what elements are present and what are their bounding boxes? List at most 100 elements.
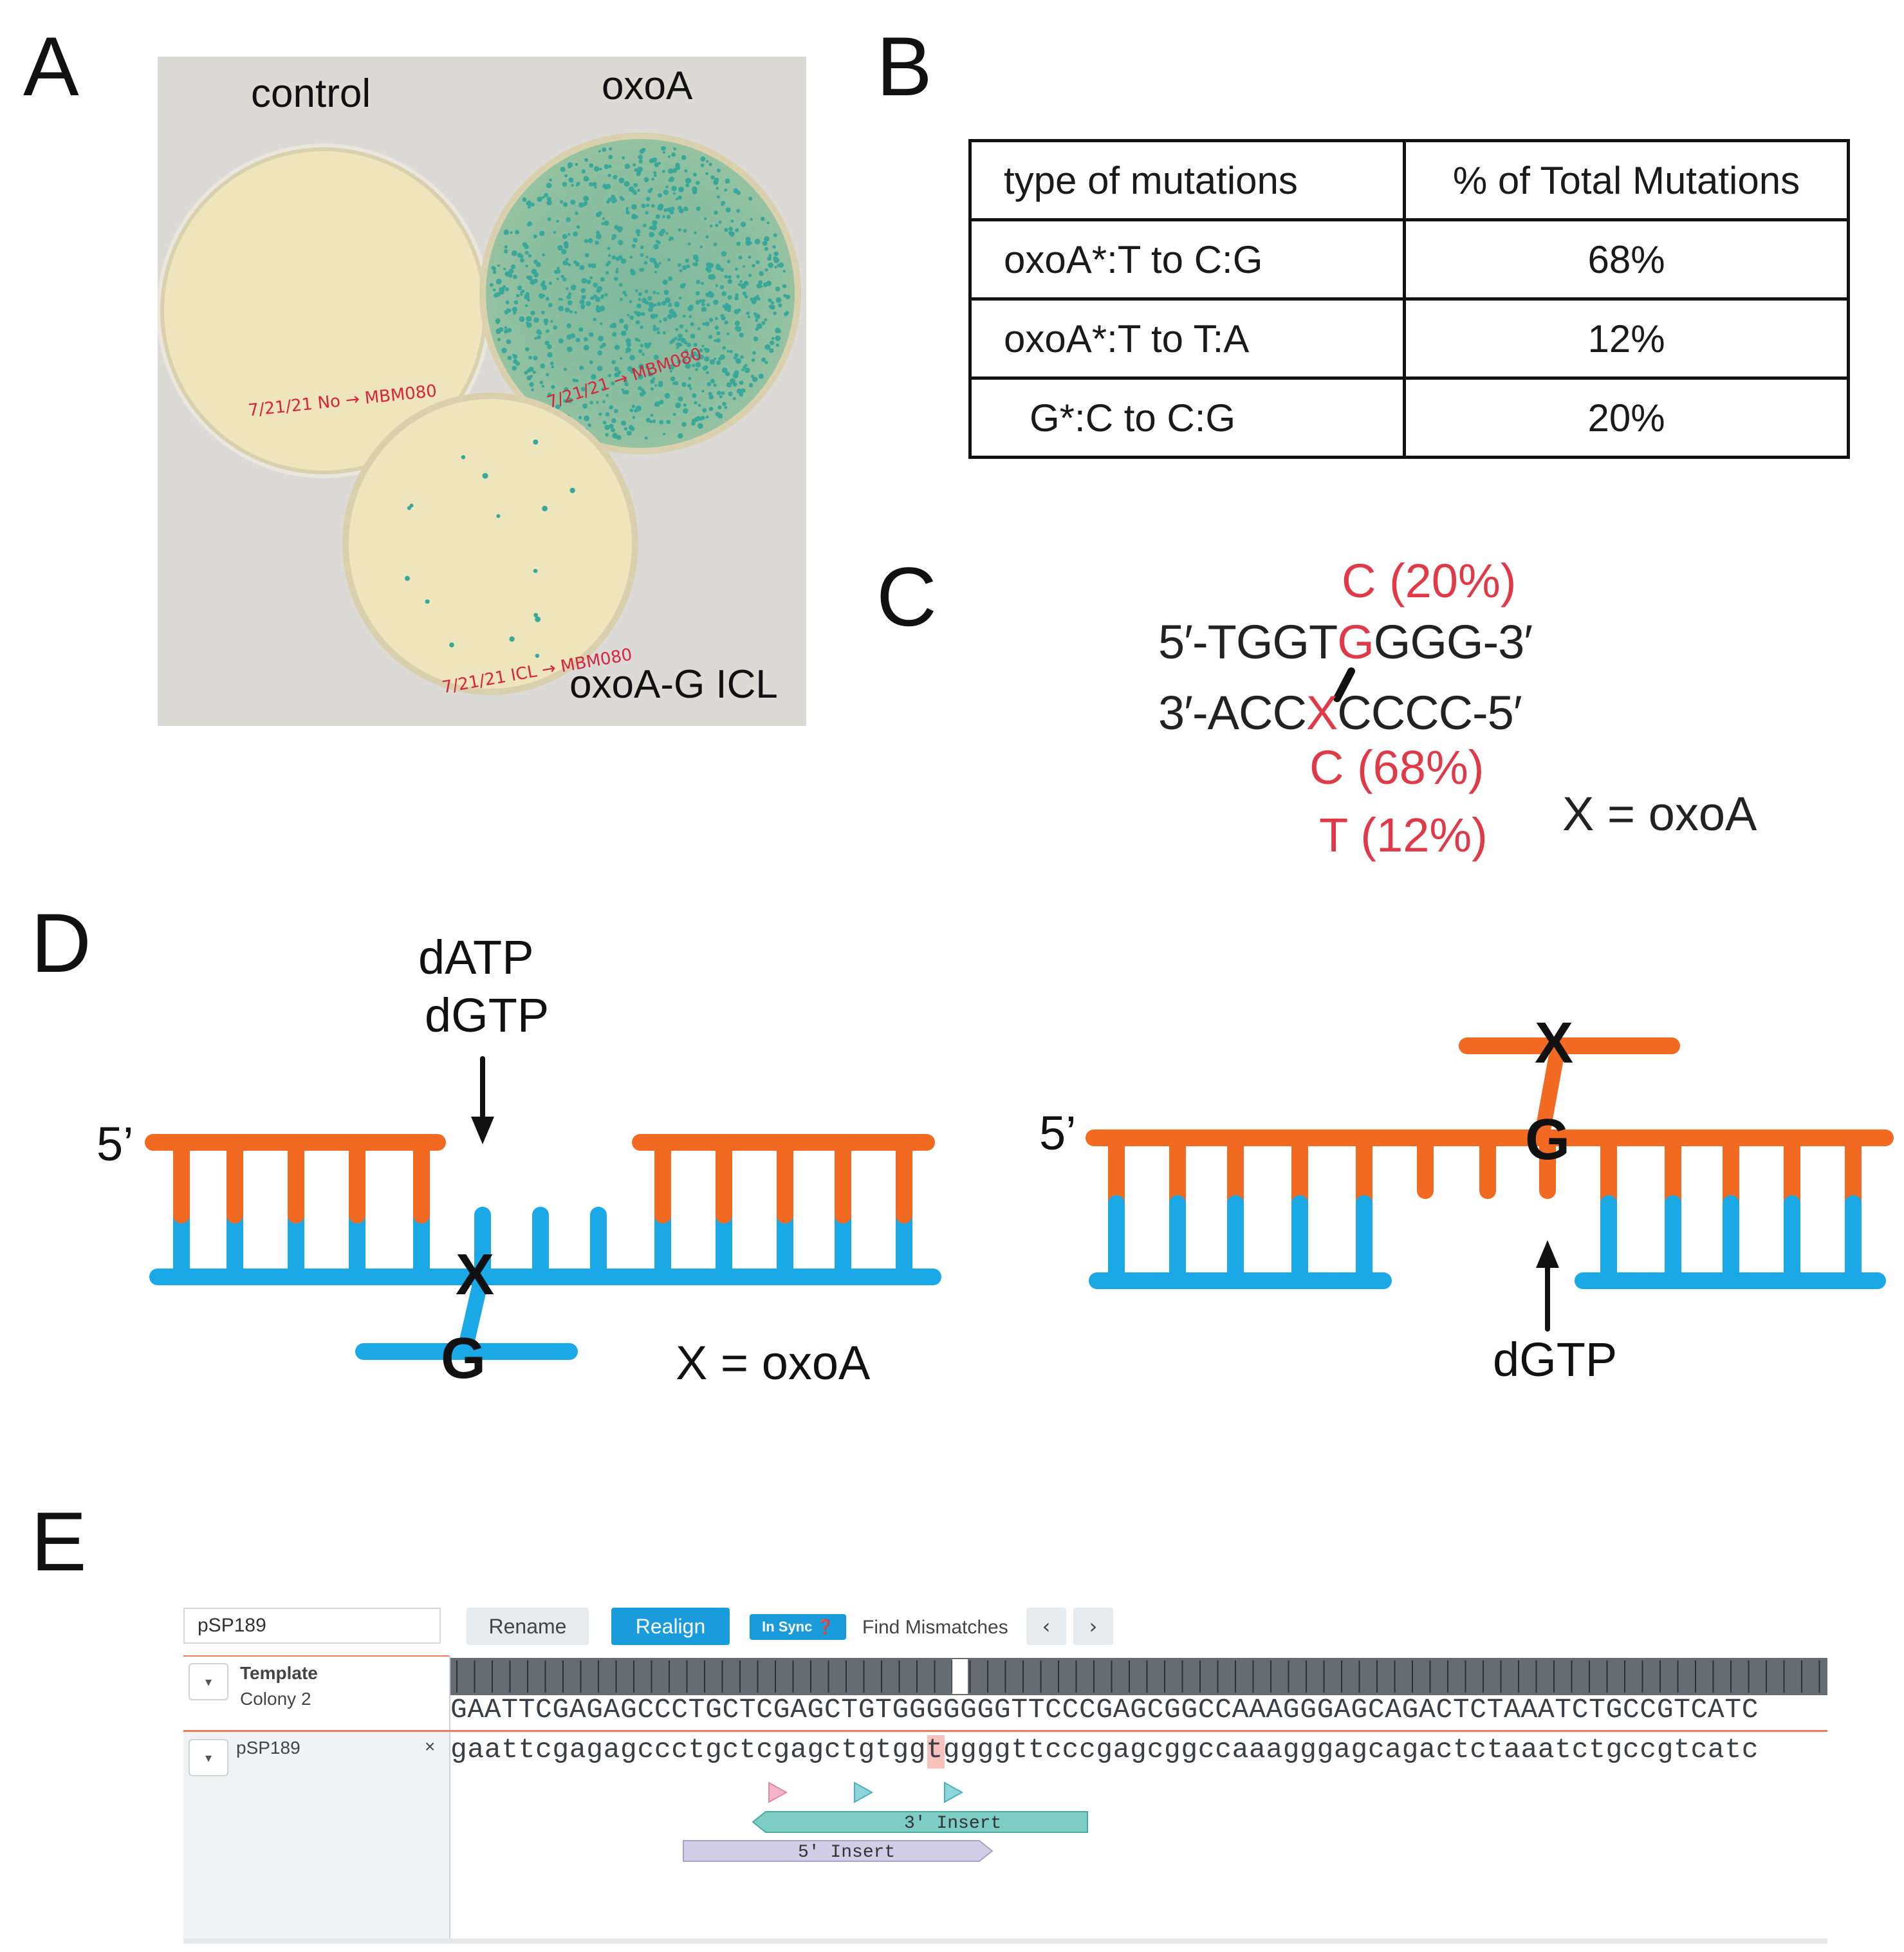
colony-dot xyxy=(702,322,705,326)
colony-dot xyxy=(725,304,732,310)
alignment-name-input[interactable] xyxy=(183,1608,441,1644)
colony-dot xyxy=(647,296,652,301)
colony-dot xyxy=(503,229,510,236)
close-icon[interactable]: × xyxy=(425,1736,436,1756)
colony-dot xyxy=(671,152,676,157)
chevron-down-icon[interactable]: ▾ xyxy=(189,1739,228,1776)
colony-dot xyxy=(678,396,683,402)
colony-dot xyxy=(497,264,500,267)
colony-dot xyxy=(736,209,741,213)
colony-dot xyxy=(596,401,599,404)
scroll-track[interactable] xyxy=(183,1938,1827,1944)
feature-track: 3′ Insert 5′ Insert xyxy=(683,1781,1088,1863)
right-crosslink xyxy=(1535,1051,1564,1137)
colony-dot xyxy=(635,320,640,325)
colony-dot xyxy=(636,233,640,237)
colony-dot xyxy=(635,405,642,412)
colony-dot xyxy=(522,197,527,202)
colony-dot xyxy=(713,383,717,387)
colony-dot xyxy=(685,183,690,188)
colony-dot xyxy=(692,254,699,260)
left-blue-rungs xyxy=(173,1207,912,1285)
colony-dot xyxy=(547,393,552,397)
colony-dot xyxy=(710,378,715,384)
colony-dot xyxy=(540,363,546,369)
colony-dot xyxy=(687,384,692,388)
colony-dot xyxy=(530,310,535,316)
realign-button[interactable]: Realign xyxy=(611,1608,730,1645)
alignment-viewer: Rename Realign In Sync ❓ Find Mismatches… xyxy=(183,1604,1827,1944)
colony-dot xyxy=(626,342,631,348)
colony-dot xyxy=(517,285,522,291)
colony-dot xyxy=(732,382,736,386)
colony-dot xyxy=(656,330,661,335)
table-cell-type: G*:C to C:G xyxy=(968,376,1406,459)
colony-dot xyxy=(714,177,719,183)
colony-dot xyxy=(645,418,651,423)
colony-dot xyxy=(716,187,719,190)
chevron-down-icon[interactable]: ▾ xyxy=(189,1663,228,1700)
colony-dot xyxy=(562,277,567,282)
crosslink-mark xyxy=(1333,667,1355,702)
colony-dot xyxy=(734,321,740,326)
colony-dot xyxy=(767,256,772,261)
colony-dot xyxy=(652,220,658,226)
colony-dot xyxy=(676,346,679,349)
colony-dot xyxy=(525,292,530,296)
colony-dot xyxy=(777,330,781,333)
colony-dot xyxy=(698,404,701,407)
colony-dot xyxy=(586,301,591,306)
colony-dot xyxy=(675,198,679,201)
colony-dot xyxy=(583,201,588,206)
colony-dot xyxy=(681,422,687,427)
colony-dot xyxy=(783,293,787,298)
colony-dot xyxy=(728,227,733,231)
colony-dot xyxy=(742,265,746,268)
colony-dot xyxy=(546,200,552,206)
colony-dot xyxy=(640,325,643,330)
colony-dot xyxy=(539,230,545,236)
colony-dot xyxy=(722,304,726,308)
colony-dot xyxy=(691,186,698,192)
colony-dot xyxy=(537,335,541,340)
colony-dot xyxy=(689,315,692,319)
colony-dot xyxy=(622,156,625,160)
colony-dot xyxy=(589,276,593,280)
oxoa-x-right: X xyxy=(1535,1011,1574,1075)
colony-dot xyxy=(615,270,619,274)
rename-button[interactable]: Rename xyxy=(467,1608,589,1645)
colony-dot xyxy=(682,283,686,287)
colony-dot xyxy=(533,278,538,284)
table-row: oxoA*:T to C:G 68% xyxy=(968,218,1850,301)
colony-dot xyxy=(535,616,541,622)
colony-dot xyxy=(683,403,687,407)
in-sync-toggle[interactable]: In Sync ❓ xyxy=(750,1614,846,1640)
colony-dot xyxy=(587,237,593,243)
colony-dot xyxy=(557,245,563,251)
colony-dot xyxy=(600,296,604,299)
colony-dot xyxy=(638,386,642,391)
colony-dot xyxy=(778,303,782,308)
colony-dot xyxy=(683,358,687,362)
colony-dot xyxy=(724,228,728,232)
colony-dot xyxy=(593,166,600,172)
colony-dot xyxy=(504,271,510,277)
prev-mismatch-button[interactable]: ‹ xyxy=(1026,1608,1066,1645)
colony-dot xyxy=(683,349,689,353)
colony-dot xyxy=(666,214,671,219)
colony-dot xyxy=(772,245,776,249)
colony-dot xyxy=(647,189,652,194)
colony-dot xyxy=(692,172,698,177)
panel-letter-c: C xyxy=(876,550,937,644)
colony-dot xyxy=(495,278,502,284)
colony-dot xyxy=(764,236,770,242)
colony-dot xyxy=(546,373,550,376)
colony-dot xyxy=(526,315,532,322)
next-mismatch-button[interactable]: › xyxy=(1073,1608,1113,1645)
colony-dot xyxy=(675,402,681,409)
colony-dot xyxy=(544,340,550,346)
colony-dot xyxy=(533,613,539,618)
colony-dot xyxy=(715,284,718,287)
colony-dot xyxy=(669,210,674,215)
colony-dot xyxy=(742,291,747,296)
